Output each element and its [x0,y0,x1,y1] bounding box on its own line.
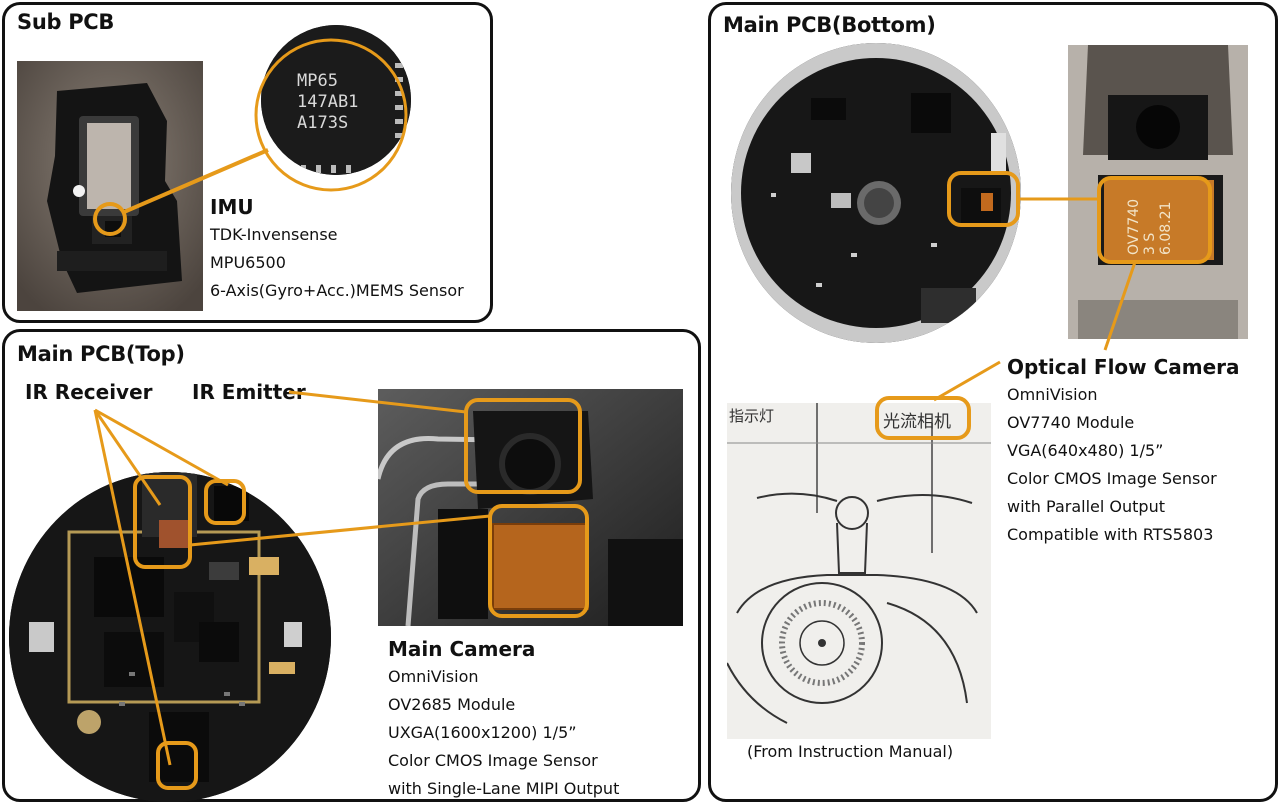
optical-flow-heading: Optical Flow Camera [1007,355,1240,379]
optical-flow-spec: Optical Flow Camera OmniVision OV7740 Mo… [1007,355,1240,544]
imu-chip-zoom: MP65 147AB1 A173S [261,25,411,175]
main-pcb-bottom-title: Main PCB(Bottom) [723,13,936,37]
sub-pcb-title: Sub PCB [17,10,115,34]
main-camera-photo [378,389,683,626]
manual-optical-label: 光流相机 [883,412,951,432]
manual-caption: (From Instruction Manual) [747,742,954,761]
imu-heading: IMU [210,195,254,219]
instruction-manual-scan: 指示灯 光流相机 [727,403,991,739]
main-pcb-bottom-panel: Main PCB(Bottom) [708,2,1278,802]
main-pcb-bottom-photo [731,43,1021,343]
optical-flow-camera-photo: OV7740 3 S 6.08.21 [1068,45,1248,339]
sub-pcb-photo [17,61,203,311]
manual-header-text: 指示灯 [729,407,775,425]
ir-receiver-label: IR Receiver [25,380,153,404]
chip-marking: MP65 147AB1 A173S [297,71,359,133]
flex-marking: OV7740 3 S 6.08.21 [1126,199,1174,255]
ir-emitter-label: IR Emitter [192,380,306,404]
main-camera-heading: Main Camera [388,637,536,661]
main-pcb-top-photo [9,472,331,802]
main-camera-spec: Main Camera OmniVision OV2685 Module UXG… [388,637,620,798]
imu-spec: IMU TDK-Invensense MPU6500 6-Axis(Gyro+A… [210,195,464,300]
sub-pcb-panel: Sub PCB [2,2,493,323]
main-pcb-top-title: Main PCB(Top) [17,342,185,366]
main-pcb-top-panel: Main PCB(Top) IR Receiver IR Emitter [2,329,701,802]
